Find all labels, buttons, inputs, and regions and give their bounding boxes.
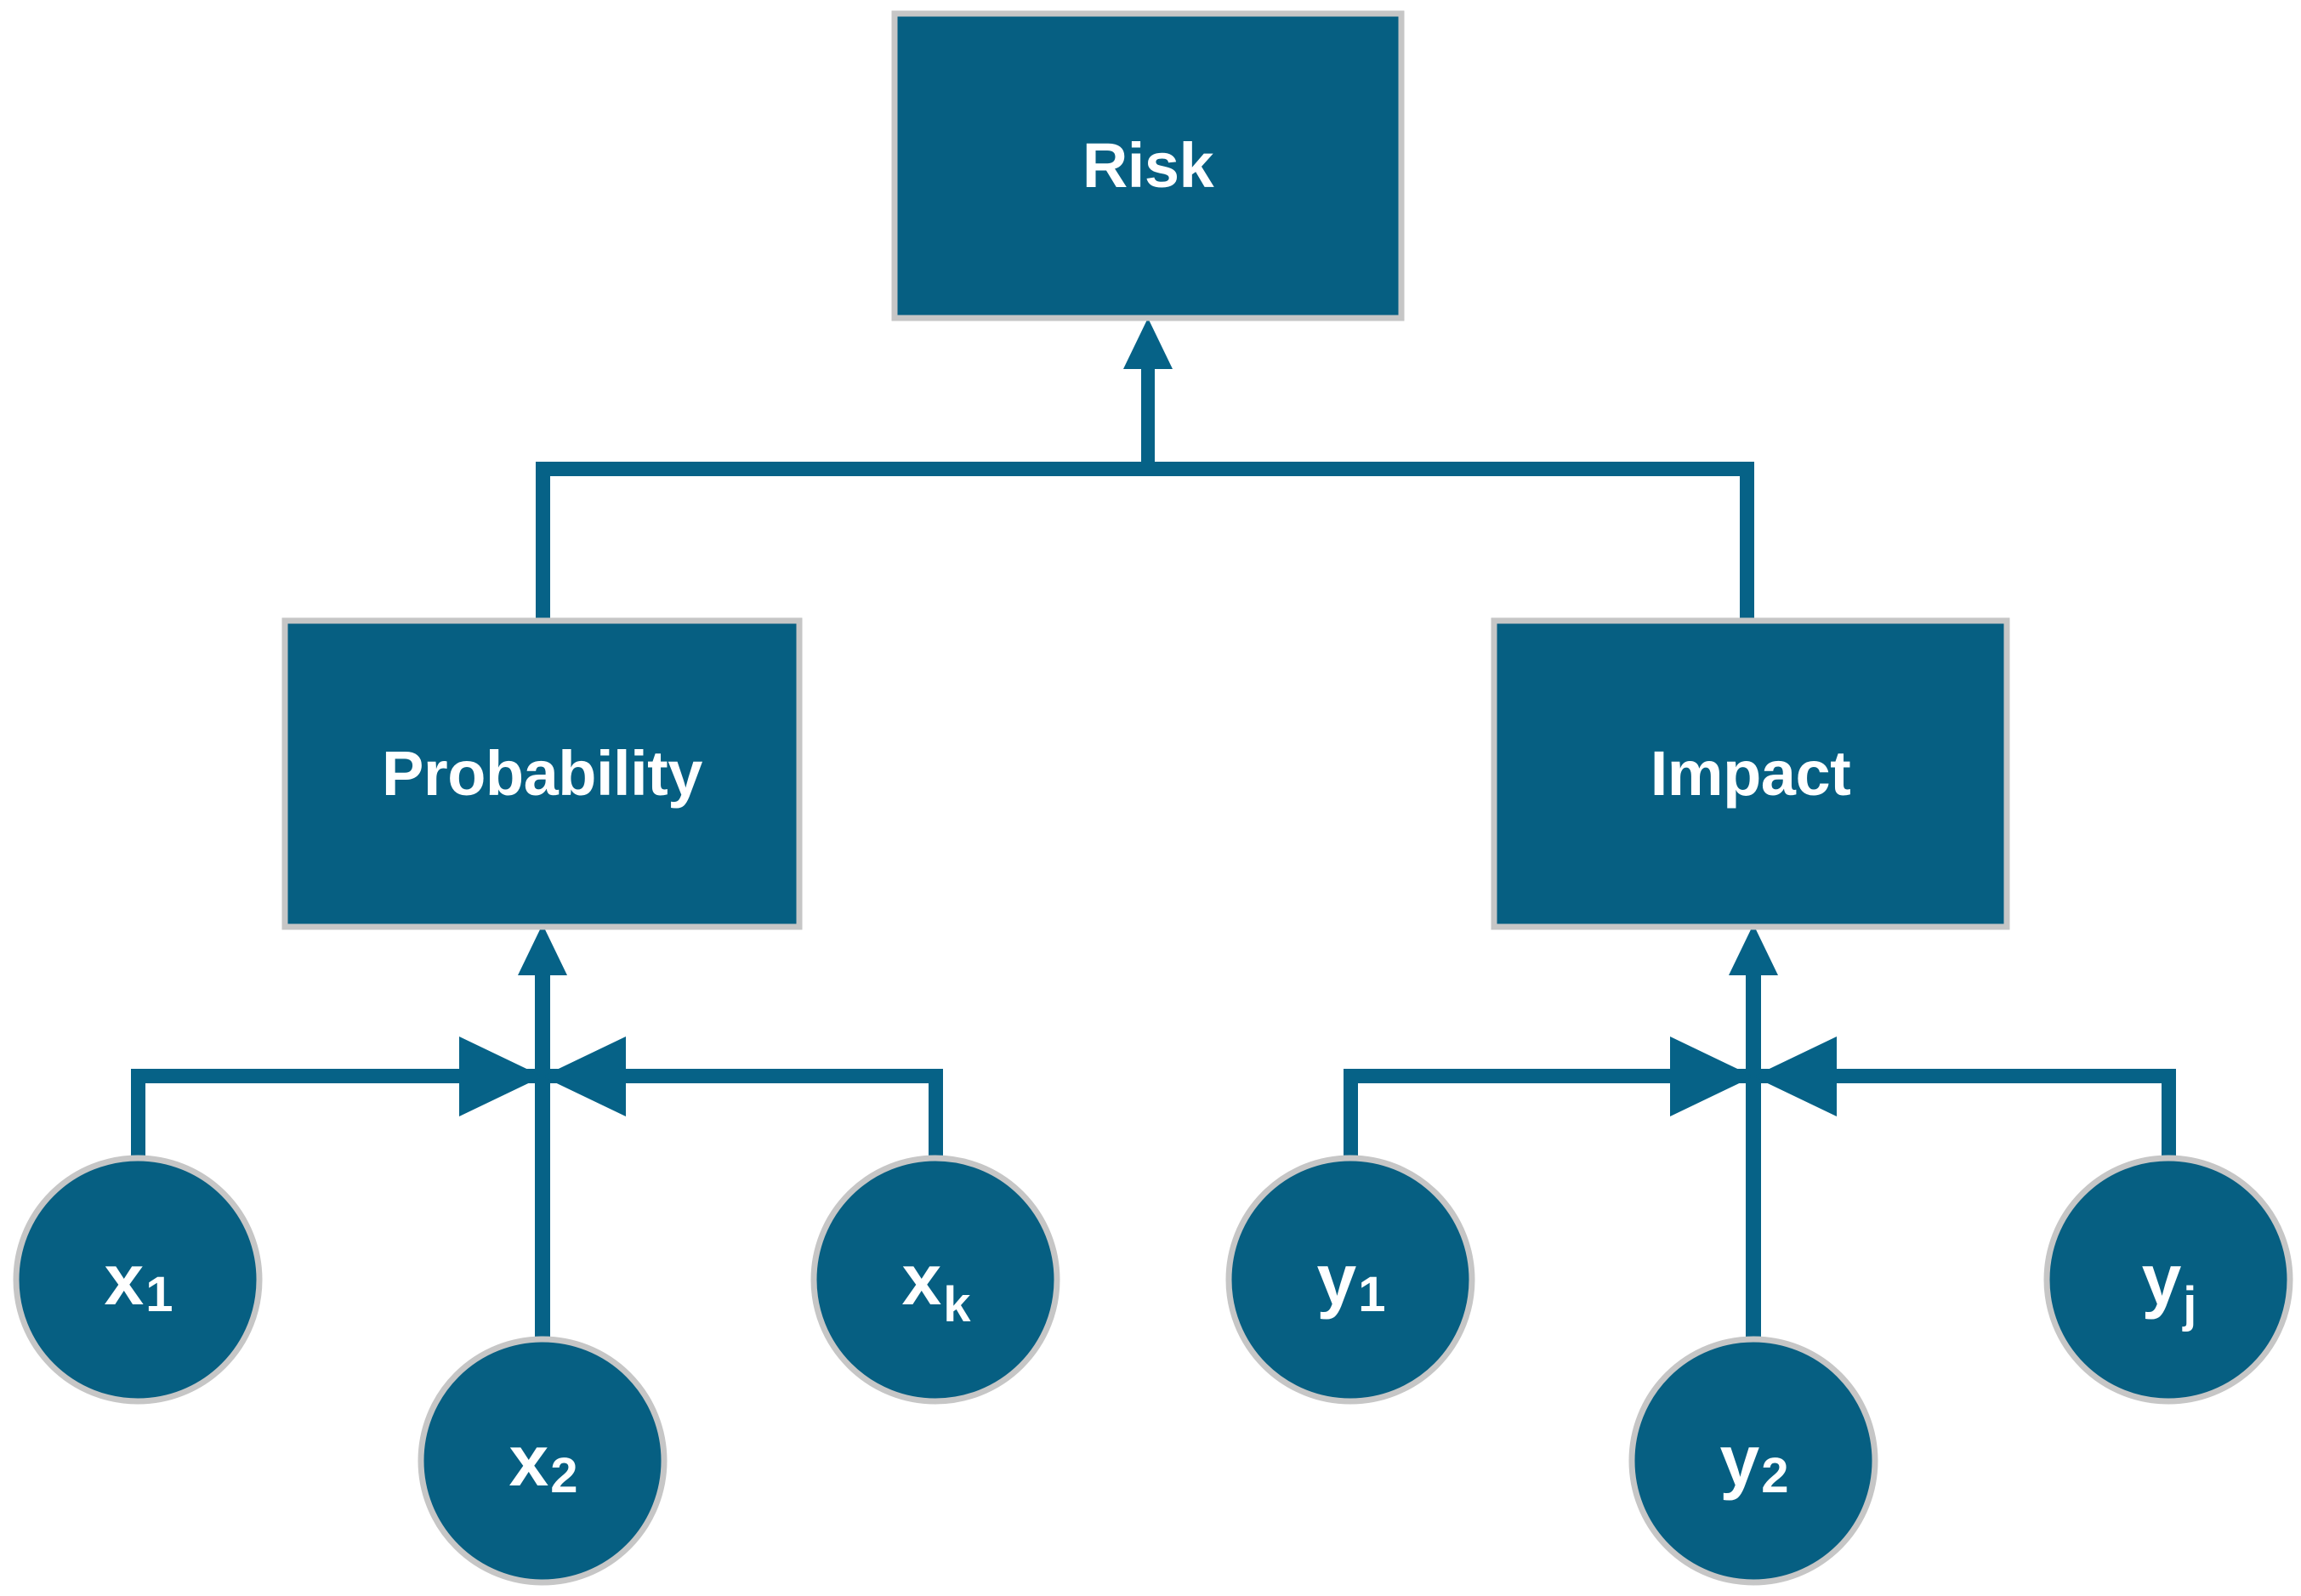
connector-riser-probability xyxy=(536,462,550,623)
arrowhead-junction-right-out xyxy=(1753,1037,1837,1116)
arrowhead-to-probability xyxy=(518,924,567,975)
node-shape-x1[interactable] xyxy=(13,1155,263,1405)
connector-trunk-probability xyxy=(535,944,550,1343)
arrowhead-junction-right-in xyxy=(1670,1037,1753,1116)
node-shape-layer xyxy=(13,10,2293,1586)
connector-stem-risk xyxy=(1141,368,1155,469)
connector-drop-y1 xyxy=(1344,1069,1358,1162)
node-shape-risk[interactable] xyxy=(891,10,1405,321)
connector-riser-impact xyxy=(1740,462,1754,623)
node-shape-y1[interactable] xyxy=(1225,1155,1475,1405)
connector-drop-yj xyxy=(2162,1069,2176,1162)
arrowhead-to-impact xyxy=(1729,924,1778,975)
arrowhead-junction-left-in xyxy=(459,1037,543,1116)
connector-drop-x1 xyxy=(131,1069,145,1162)
node-shape-xk[interactable] xyxy=(810,1155,1060,1405)
arrowhead-to-risk xyxy=(1123,318,1173,369)
node-shape-impact[interactable] xyxy=(1491,617,2010,930)
node-shape-yj[interactable] xyxy=(2043,1155,2293,1405)
connector-layer xyxy=(131,318,2176,1343)
node-shape-y2[interactable] xyxy=(1628,1336,1878,1586)
node-shape-x2[interactable] xyxy=(418,1336,668,1586)
connector-top-horizontal xyxy=(536,462,1754,476)
node-shape-probability[interactable] xyxy=(281,617,803,930)
connector-trunk-impact xyxy=(1746,944,1761,1343)
arrowhead-junction-left-out xyxy=(543,1037,626,1116)
connector-drop-xk xyxy=(929,1069,943,1162)
